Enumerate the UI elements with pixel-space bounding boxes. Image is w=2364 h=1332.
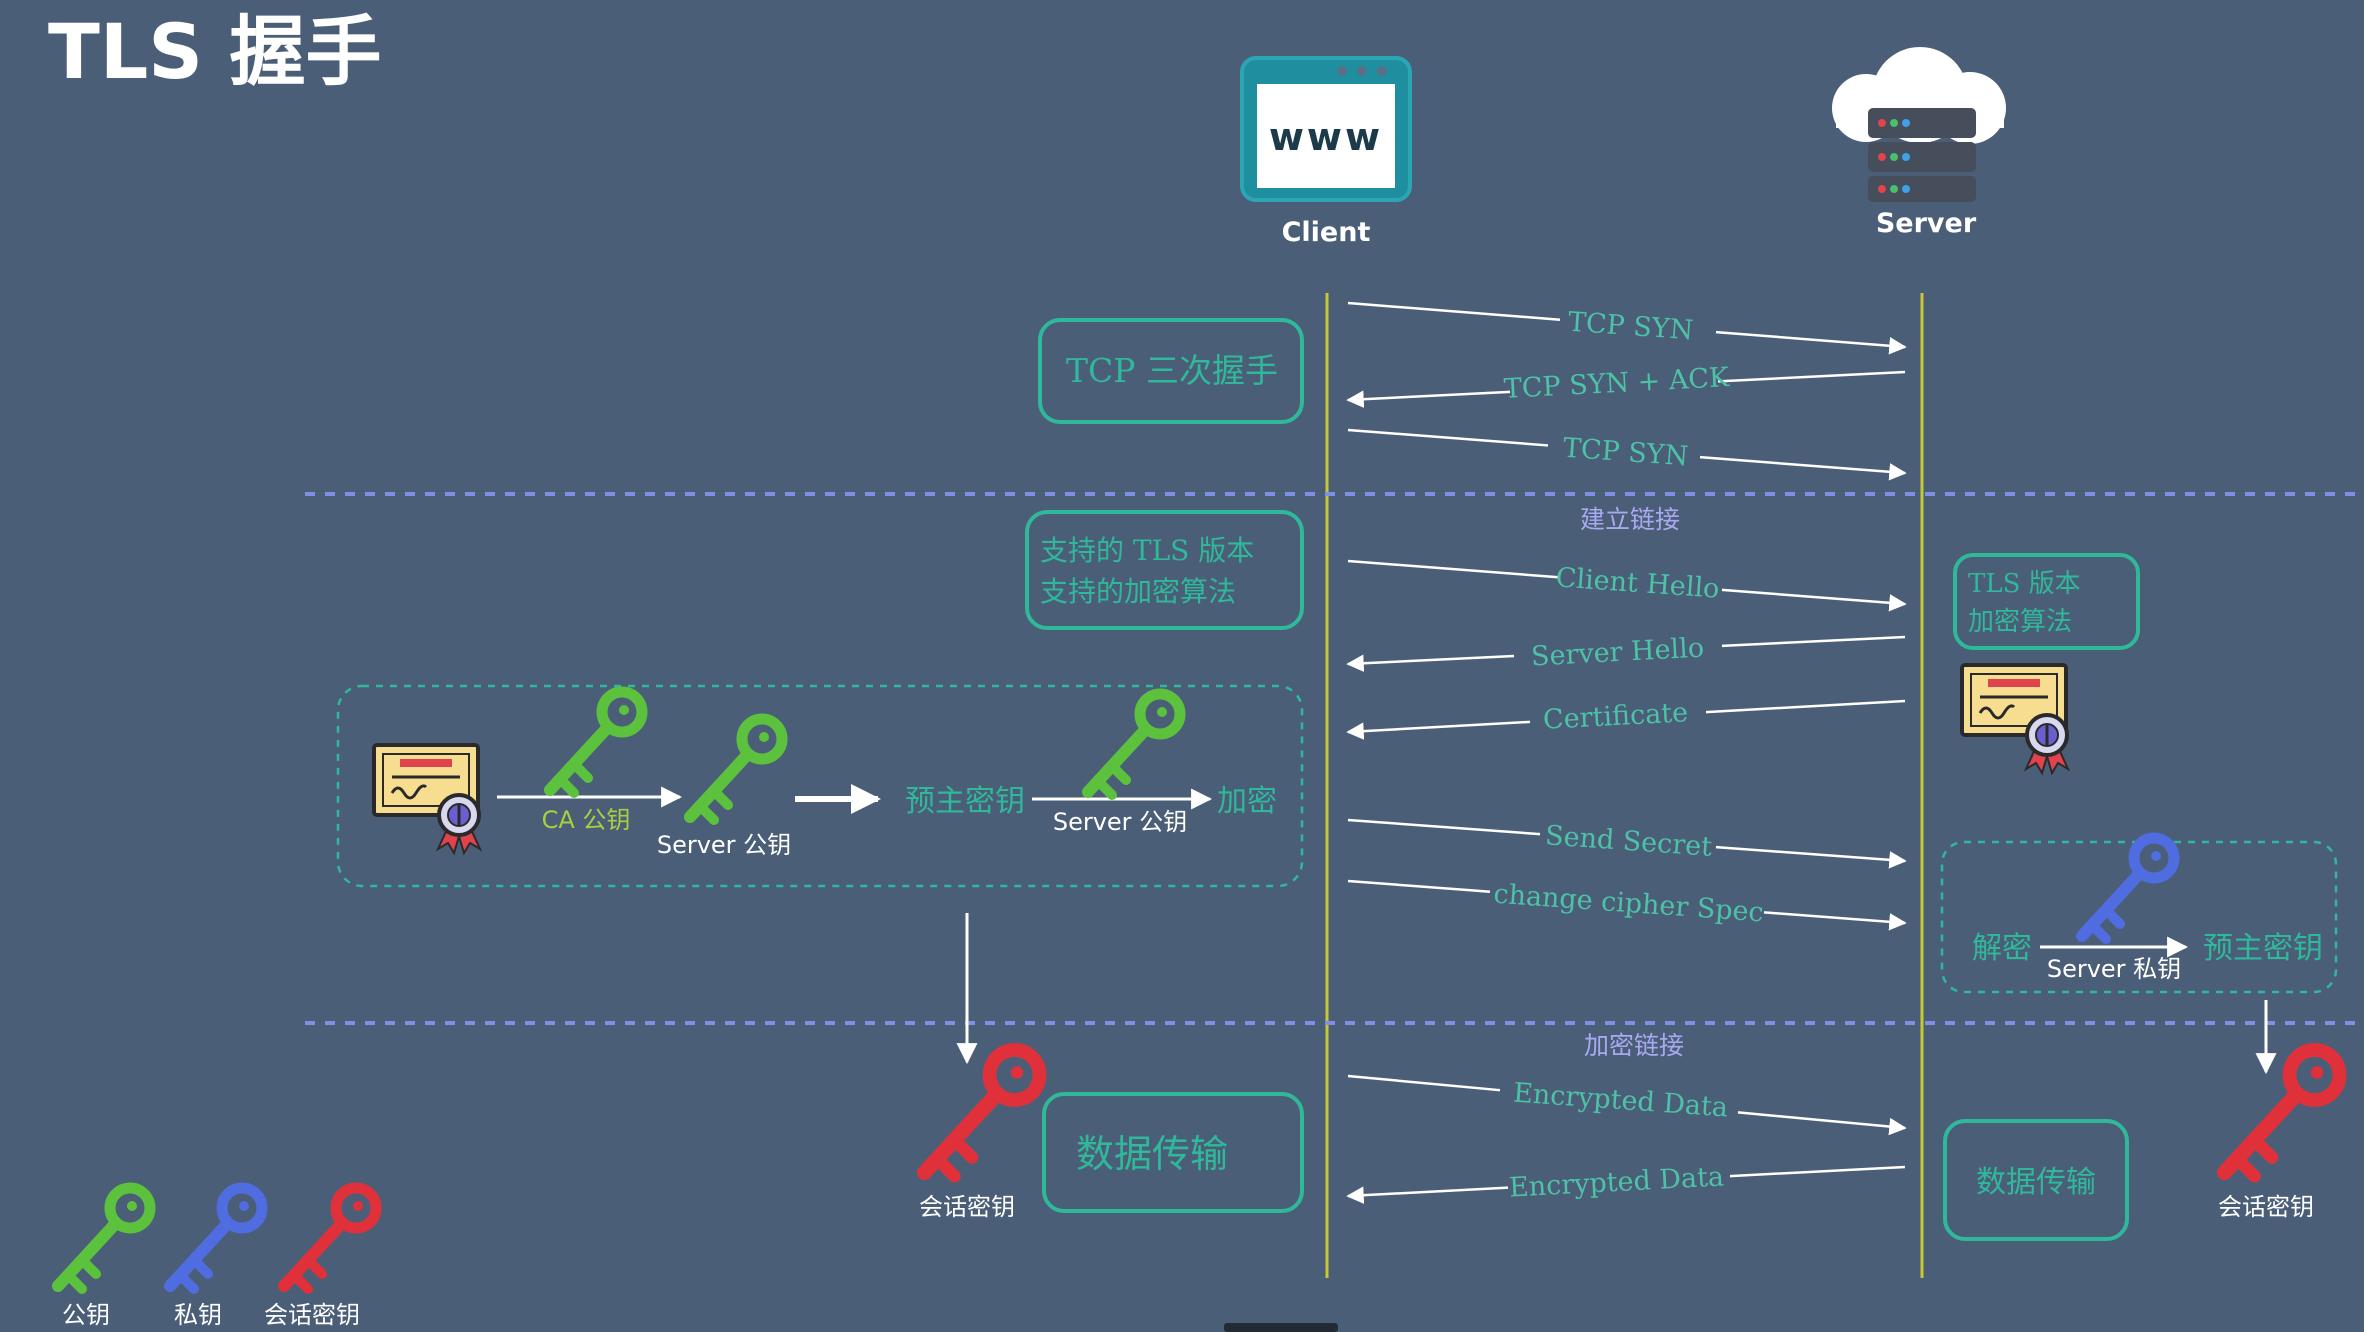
message-arrow-head-line <box>1737 1111 1907 1136</box>
message-arrow-head-line <box>1346 1186 1509 1204</box>
message-arrow-line <box>1717 370 1906 383</box>
decrypt-label: 解密 <box>1972 931 2032 966</box>
message-arrow-head-line <box>1715 330 1907 355</box>
legend-key-icon <box>284 1188 376 1289</box>
server-premaster-label: 预主密钥 <box>2203 931 2323 966</box>
data-transfer-box-client: 数据传输 <box>1042 1092 1304 1213</box>
svg-text:TLS 版本: TLS 版本 <box>1968 569 2081 599</box>
message-arrow-head-line <box>1721 588 1907 612</box>
message-arrow-head-line <box>1763 911 1907 931</box>
certificate-icon <box>372 743 482 855</box>
svg-text:数据传输: 数据传输 <box>1076 1132 1228 1176</box>
server-key-label: Server 公钥 <box>657 831 791 859</box>
server-private-key-icon <box>2082 838 2174 939</box>
server-key-label-2: Server 公钥 <box>1053 808 1187 836</box>
server-label: Server <box>1876 208 1977 239</box>
legend-label: 会话密钥 <box>264 1301 360 1329</box>
message-label: Server Hello <box>1530 633 1705 673</box>
message-label: Encrypted Data <box>1512 1078 1729 1124</box>
message-arrow-line <box>1347 301 1561 321</box>
video-scrub-handle <box>1224 1323 1338 1332</box>
data-transfer-box-server: 数据传输 <box>1943 1119 2129 1241</box>
svg-text:数据传输: 数据传输 <box>1976 1165 2096 1200</box>
legend-key-icon <box>58 1188 150 1289</box>
message-label: Encrypted Data <box>1508 1161 1724 1203</box>
message-label: TCP SYN <box>1562 433 1689 473</box>
server-private-key-label: Server 私钥 <box>2047 955 2181 983</box>
client-label: Client <box>1282 217 1371 248</box>
message-arrow-line <box>1347 1074 1501 1092</box>
svg-text:TCP 三次握手: TCP 三次握手 <box>1066 351 1278 390</box>
message-arrow-line <box>1721 635 1906 648</box>
message-arrow-line <box>1347 879 1491 893</box>
message-label: Send Secret <box>1544 820 1713 863</box>
message-arrow-line <box>1729 1165 1906 1178</box>
server-certificate-icon <box>1960 663 2070 775</box>
session-key-label-client: 会话密钥 <box>919 1193 1015 1221</box>
ca-key-label: CA 公钥 <box>542 806 631 834</box>
message-arrow-head-line <box>1346 720 1531 740</box>
premaster-key-label: 预主密钥 <box>905 784 1025 819</box>
server-public-key-icon-2 <box>1088 694 1180 795</box>
server-hello-box: TLS 版本 加密算法 <box>1953 553 2140 650</box>
client-flow-box <box>336 684 1304 888</box>
message-label: TCP SYN <box>1567 307 1694 347</box>
legend-label: 私钥 <box>174 1301 222 1329</box>
svg-text:支持的加密算法: 支持的加密算法 <box>1040 575 1236 608</box>
message-arrow-line <box>1705 699 1906 714</box>
ca-public-key-icon <box>550 692 642 793</box>
message-label: TCP SYN + ACK <box>1503 362 1731 405</box>
svg-text:加密算法: 加密算法 <box>1968 607 2072 637</box>
legend: 公钥 私钥 会话密钥 <box>58 1188 376 1329</box>
client-hello-box: 支持的 TLS 版本 支持的加密算法 <box>1025 510 1304 630</box>
www-browser-icon: www <box>1240 56 1412 202</box>
session-key-label-server: 会话密钥 <box>2218 1193 2314 1221</box>
message-arrow-head-line <box>1699 455 1907 481</box>
page-title: TLS 握手 <box>48 7 381 96</box>
message-label: Client Hello <box>1555 562 1721 604</box>
svg-text:支持的 TLS 版本: 支持的 TLS 版本 <box>1040 534 1254 567</box>
message-label: Certificate <box>1542 697 1689 736</box>
message-arrows: TCP SYN TCP SYN + ACK TCP SYN Client HelloS… <box>1346 301 1907 1204</box>
session-key-icon-client <box>925 1050 1040 1176</box>
www-label: www <box>1269 115 1383 159</box>
session-key-icon-server <box>2225 1050 2340 1176</box>
server-public-key-icon <box>690 719 782 820</box>
section-label-establish: 建立链接 <box>1580 505 1680 534</box>
legend-key-icon <box>170 1188 262 1289</box>
message-arrow-line <box>1347 559 1561 579</box>
message-label: change cipher Spec <box>1493 879 1765 929</box>
server-cloud-icon <box>1832 47 2006 202</box>
section-label-encrypted: 加密链接 <box>1584 1031 1684 1060</box>
message-arrow-head-line <box>1715 845 1907 869</box>
message-arrow-head-line <box>1346 654 1515 672</box>
encrypt-label: 加密 <box>1217 784 1277 819</box>
message-arrow-head-line <box>1346 390 1511 408</box>
message-arrow-line <box>1347 428 1549 447</box>
message-arrow-line <box>1347 818 1541 836</box>
legend-label: 公钥 <box>62 1301 110 1329</box>
tcp-handshake-box: TCP 三次握手 <box>1038 318 1304 424</box>
